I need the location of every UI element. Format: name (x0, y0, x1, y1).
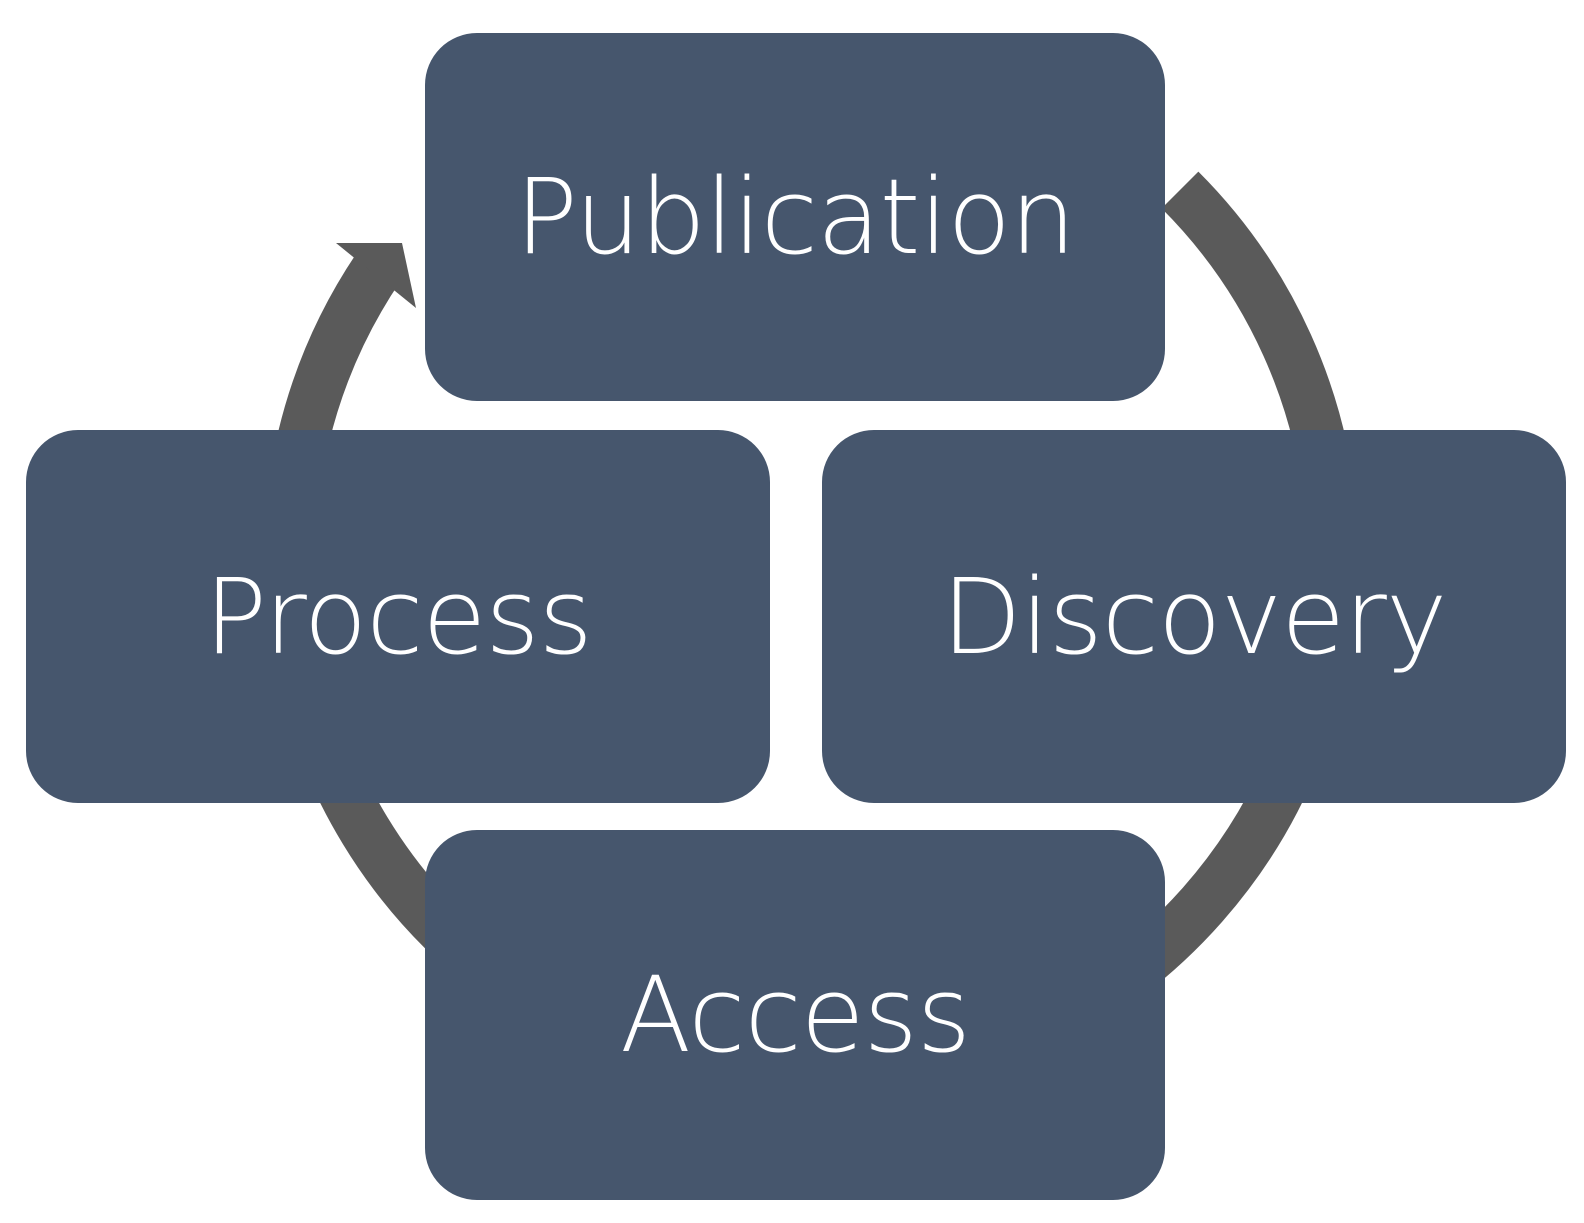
stage-publication: Publication (425, 33, 1165, 401)
arrowhead-icon (336, 243, 416, 308)
stage-process-label: Process (204, 555, 593, 678)
stage-access-label: Access (619, 954, 971, 1076)
stage-process: Process (26, 430, 770, 803)
stage-publication-label: Publication (515, 156, 1076, 278)
stage-discovery: Discovery (822, 430, 1566, 803)
stage-access: Access (425, 830, 1165, 1200)
stage-discovery-label: Discovery (941, 555, 1448, 678)
